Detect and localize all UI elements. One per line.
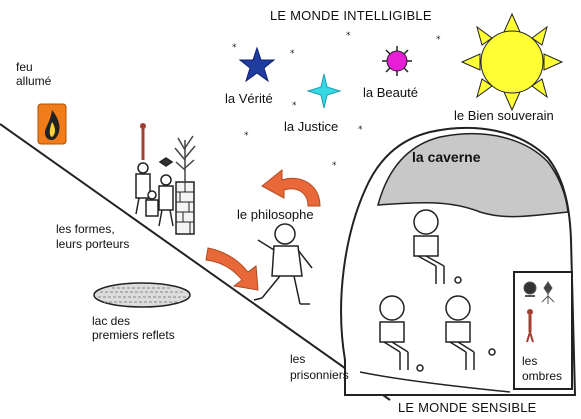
- low-wall: [175, 181, 195, 235]
- ascent-arrow: [261, 168, 321, 207]
- fire-label-line1: feu: [16, 60, 33, 74]
- truth-label: la Vérité: [225, 91, 273, 106]
- carrier-figures: [135, 123, 174, 227]
- sensible-world-title: LE MONDE SENSIBLE: [398, 400, 537, 415]
- beauty-label: la Beauté: [363, 85, 418, 100]
- svg-text:*: *: [290, 49, 295, 59]
- sovereign-good-label: le Bien souverain: [454, 108, 554, 123]
- prisoner-figures: [379, 209, 496, 372]
- forms-label-line2: leurs porteurs: [56, 237, 130, 251]
- shadows-panel: [513, 271, 573, 390]
- intelligible-world-title: LE MONDE INTELLIGIBLE: [270, 8, 432, 23]
- hill-slope-line: [0, 123, 391, 401]
- philosopher-figure: [253, 223, 313, 305]
- lake-label-line1: lac des: [92, 314, 131, 328]
- svg-text:*: *: [358, 125, 363, 135]
- beauty-star-icon: [382, 46, 412, 76]
- svg-text:*: *: [332, 161, 337, 171]
- svg-text:*: *: [244, 131, 249, 141]
- prisoners-label-line1: les: [290, 352, 306, 366]
- cave-label: la caverne: [412, 149, 481, 165]
- svg-text:*: *: [346, 31, 351, 41]
- cave-vault: [377, 133, 569, 218]
- shadows-label-line1: les: [522, 354, 538, 368]
- justice-label: la Justice: [284, 119, 339, 134]
- shadow-figures: [523, 281, 555, 343]
- lake-label-line2: premiers reflets: [92, 328, 175, 342]
- small-stars: * * * * * * * *: [232, 31, 441, 171]
- tree-figure: [174, 135, 196, 182]
- fire-label-line2: allumé: [16, 74, 52, 88]
- truth-star-icon: [238, 46, 276, 83]
- lake-of-first-reflections: [93, 282, 191, 308]
- fire-icon: [37, 103, 67, 145]
- forms-label-line1: les formes,: [56, 222, 115, 236]
- svg-text:*: *: [436, 35, 441, 45]
- philosopher-label: le philosophe: [237, 207, 314, 222]
- descent-arrow: [205, 247, 259, 291]
- prisoners-label-line2: prisonniers: [290, 368, 349, 382]
- shadows-label-line2: ombres: [522, 369, 563, 383]
- lake-texture: [98, 287, 186, 303]
- svg-text:*: *: [232, 43, 237, 53]
- cave-floor: [359, 371, 511, 393]
- justice-star-icon: [306, 73, 342, 109]
- svg-text:*: *: [292, 101, 297, 111]
- sun-icon: [460, 12, 564, 112]
